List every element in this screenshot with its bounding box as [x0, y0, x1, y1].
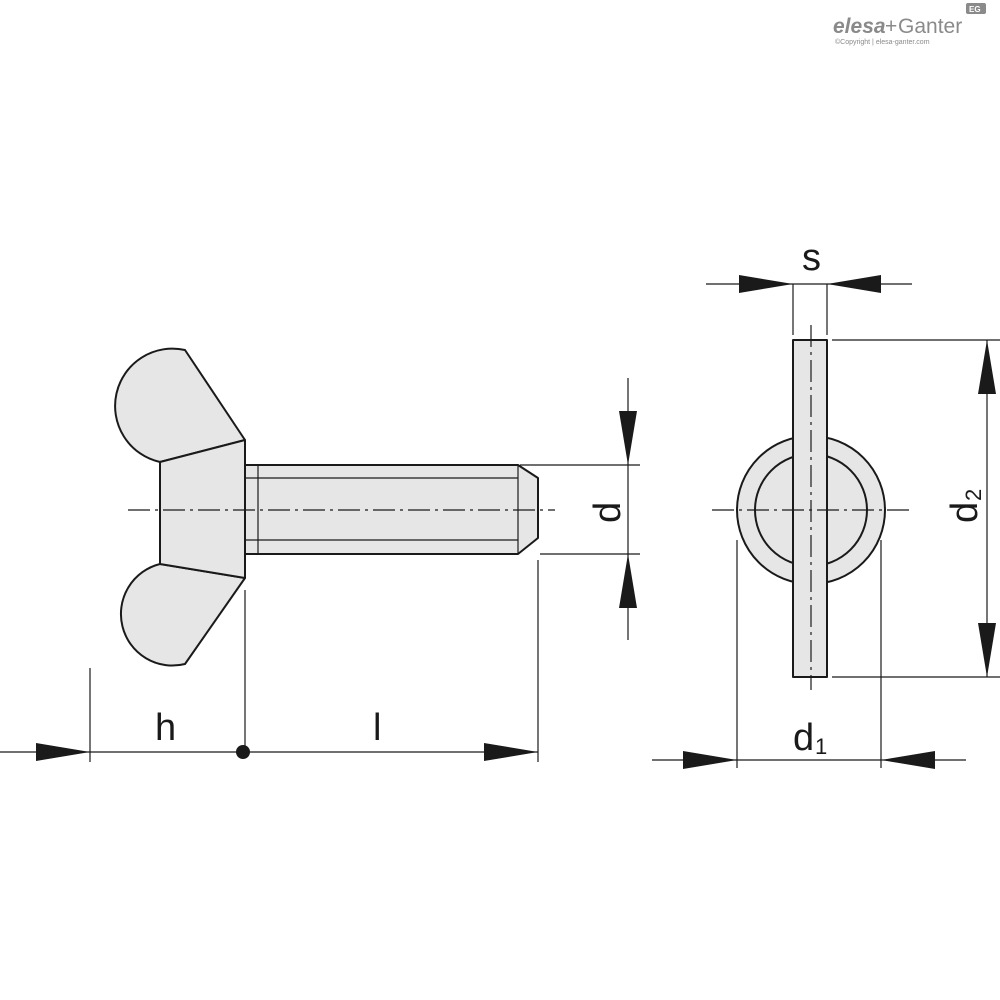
label-d1-sub: 1 — [815, 734, 827, 759]
lower-wing — [119, 563, 246, 667]
arrowheads — [36, 275, 996, 769]
label-h: h — [155, 707, 176, 749]
logo-brand-right: Ganter — [898, 15, 962, 38]
side-view — [114, 347, 539, 667]
arrow-d2-bottom-icon — [978, 623, 996, 677]
hub — [159, 439, 246, 579]
arrow-d-bottom-icon — [619, 554, 637, 608]
arrow-s-right-icon — [827, 275, 881, 293]
end-view-wing-bar — [792, 339, 828, 678]
thread-lines — [245, 465, 519, 554]
logo-brand-plus: + — [885, 15, 897, 38]
arrow-d1-right-icon — [881, 751, 935, 769]
label-d1: d 1 — [793, 717, 827, 759]
label-d: d — [587, 502, 629, 523]
arrow-h-left-icon — [36, 743, 90, 761]
label-d2-main: d — [944, 502, 986, 523]
label-d2: d 2 — [944, 489, 986, 523]
label-l: l — [373, 707, 381, 749]
logo-brand-left: elesa — [833, 15, 886, 38]
arrow-d1-left-icon — [683, 751, 737, 769]
arrow-d-top-icon — [619, 411, 637, 465]
logo-badge-icon — [966, 3, 986, 14]
label-d1-main: d — [793, 717, 814, 759]
arrow-l-right-icon — [484, 743, 538, 761]
arrow-d2-top-icon — [978, 340, 996, 394]
origin-dot-icon — [236, 745, 250, 759]
logo-badge-text: EG — [969, 5, 981, 14]
label-d2-sub: 2 — [961, 489, 986, 501]
arrow-s-left-icon — [739, 275, 793, 293]
logo-copyright: ©Copyright | elesa-ganter.com — [835, 38, 930, 46]
label-s: s — [802, 237, 821, 279]
upper-wing — [114, 347, 246, 463]
elesa-ganter-logo: elesa + Ganter EG ©Copyright | elesa-gan… — [833, 3, 986, 46]
